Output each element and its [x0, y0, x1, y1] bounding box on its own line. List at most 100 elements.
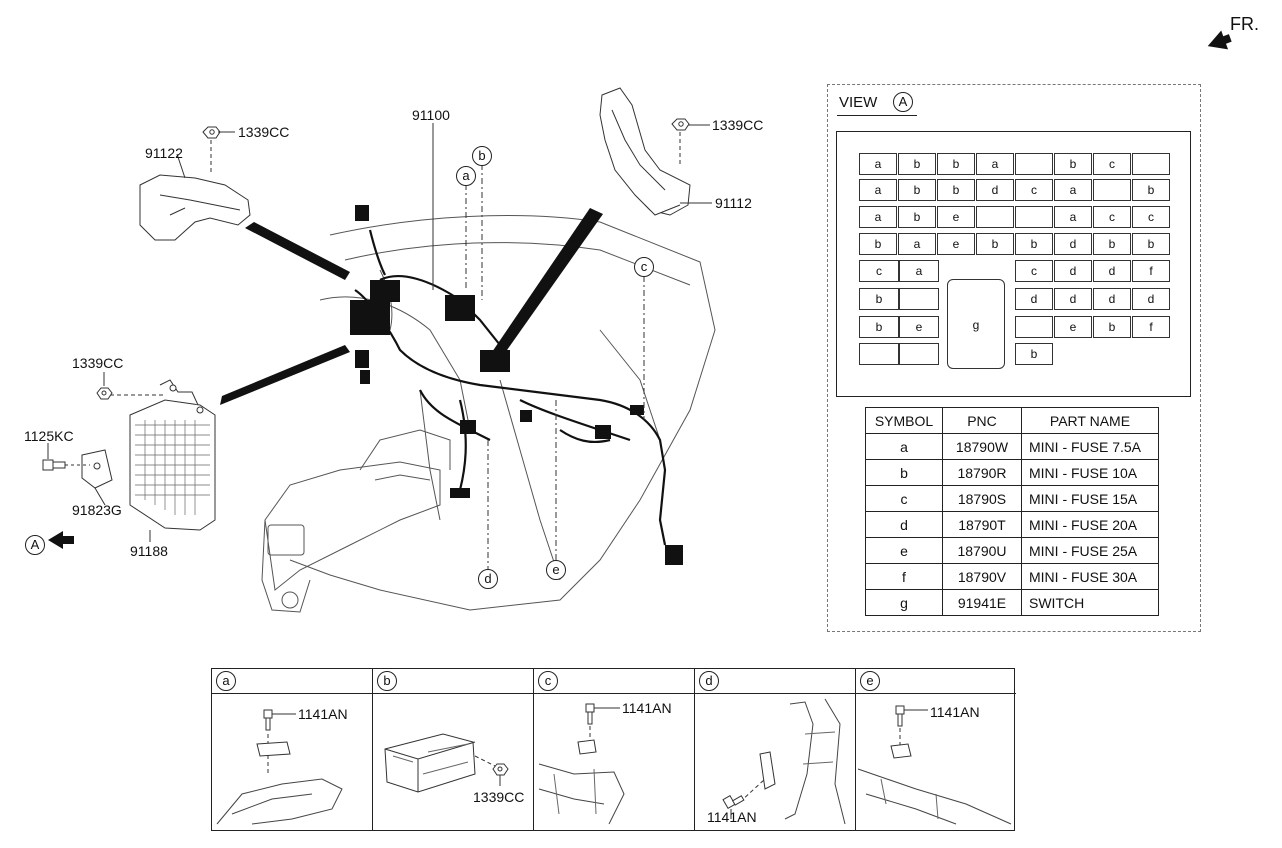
detail-panel-b: b 1339CC — [373, 669, 534, 830]
label-1339cc-top-left: 1339CC — [238, 124, 290, 140]
cell-symbol: e — [865, 537, 943, 564]
fuse-slot: b — [937, 153, 975, 175]
detail-strip: a 1141AN b 1339CC c — [211, 668, 1016, 831]
leader-91823g — [94, 487, 106, 506]
fuse-slot — [899, 288, 939, 310]
view-a-title-underline — [837, 115, 917, 116]
detail-c-part-label: 1141AN — [622, 700, 672, 716]
view-a-title-circle: A — [893, 92, 913, 112]
dashboard-outline — [289, 215, 716, 611]
detail-a-drawing — [216, 709, 343, 825]
fuse-slot: f — [1132, 260, 1170, 282]
cell-symbol: g — [865, 589, 943, 616]
cell-pnc: 18790W — [942, 433, 1022, 460]
label-91100: 91100 — [412, 107, 450, 123]
label-91188: 91188 — [130, 543, 168, 559]
cell-part-name: SWITCH — [1021, 589, 1159, 616]
fuse-slot: c — [1015, 179, 1053, 201]
fuse-slot: e — [899, 316, 939, 338]
bracket-91122 — [139, 174, 251, 241]
fuse-slot: b — [1015, 343, 1053, 365]
fuse-slot: d — [1093, 260, 1131, 282]
harness-exploded-view — [42, 87, 716, 613]
callout-a-circle: a — [456, 166, 476, 186]
fuse-slot: c — [1093, 206, 1131, 228]
fuse-slot: a — [1054, 206, 1092, 228]
nut-1339cc-top-left-icon — [202, 126, 221, 139]
fuse-slot: a — [1054, 179, 1092, 201]
fuse-slot: b — [859, 233, 897, 255]
label-1339cc-mid-left: 1339CC — [72, 355, 124, 371]
cell-symbol: b — [865, 459, 943, 486]
fuse-slot: c — [1015, 260, 1053, 282]
cell-part-name: MINI - FUSE 15A — [1021, 485, 1159, 512]
center-console — [261, 429, 451, 613]
cell-symbol: d — [865, 511, 943, 538]
front-label: FR. — [1230, 14, 1259, 34]
header-symbol: SYMBOL — [865, 407, 943, 434]
fuse-slot: b — [937, 179, 975, 201]
detail-d-drawing — [722, 698, 846, 825]
cell-pnc: 91941E — [942, 589, 1022, 616]
header-pnc: PNC — [942, 407, 1022, 434]
fuse-slot: b — [1132, 233, 1170, 255]
view-a-title: VIEW — [839, 94, 878, 111]
leader-91122 — [176, 153, 186, 179]
nut-1339cc-top-right-icon — [671, 118, 690, 131]
switch-slot-g: g — [947, 279, 1005, 369]
cell-part-name: MINI - FUSE 7.5A — [1021, 433, 1159, 460]
fuse-panel — [836, 131, 1191, 397]
fuse-slot: a — [976, 153, 1014, 175]
cell-pnc: 18790T — [942, 511, 1022, 538]
fuse-slot: c — [1093, 153, 1131, 175]
fuse-slot: b — [976, 233, 1014, 255]
fuse-slot — [1015, 316, 1053, 338]
detail-panel-d: d 1141AN — [695, 669, 856, 830]
cell-pnc: 18790V — [942, 563, 1022, 590]
fuse-slot — [976, 206, 1014, 228]
fuse-slot: b — [859, 316, 899, 338]
fuse-slot: c — [859, 260, 899, 282]
detail-b-drawing — [384, 733, 509, 793]
cell-symbol: a — [865, 433, 943, 460]
detail-a-part-label: 1141AN — [298, 706, 348, 722]
fuse-slot: b — [1015, 233, 1053, 255]
cell-pnc: 18790R — [942, 459, 1022, 486]
view-a-arrow-icon — [48, 531, 74, 549]
fuse-slot — [1015, 153, 1053, 175]
callout-c-circle: c — [634, 257, 654, 277]
view-a-callout-circle: A — [25, 535, 45, 555]
fuse-slot: d — [1015, 288, 1053, 310]
detail-e-circle: e — [860, 671, 880, 691]
junction-box-grid — [135, 420, 210, 515]
fuse-slot — [859, 343, 899, 365]
fuse-slot: d — [1054, 288, 1092, 310]
fuse-slot: d — [1054, 233, 1092, 255]
fuse-slot: e — [937, 206, 975, 228]
fuse-slot: a — [899, 260, 939, 282]
fuse-slot: b — [898, 206, 936, 228]
fuse-slot: e — [1054, 316, 1092, 338]
fuse-slot: c — [1132, 206, 1170, 228]
detail-panel-a: a 1141AN — [212, 669, 373, 830]
fuse-slot: d — [1132, 288, 1170, 310]
label-1339cc-top-right: 1339CC — [712, 117, 764, 133]
fuse-slot: d — [976, 179, 1014, 201]
fuse-slot: a — [859, 153, 897, 175]
callout-e-circle: e — [546, 560, 566, 580]
fuse-slot: b — [898, 153, 936, 175]
fuse-slot: a — [898, 233, 936, 255]
label-1125kc: 1125KC — [24, 428, 74, 444]
fuse-slot: a — [859, 179, 897, 201]
cell-part-name: MINI - FUSE 20A — [1021, 511, 1159, 538]
fuse-slot — [1093, 179, 1131, 201]
fuse-slot: a — [859, 206, 897, 228]
detail-b-circle: b — [377, 671, 397, 691]
fuse-slot: e — [937, 233, 975, 255]
label-91122: 91122 — [145, 145, 183, 161]
detail-c-circle: c — [538, 671, 558, 691]
table-header-row: SYMBOL PNC PART NAME — [865, 407, 1159, 434]
